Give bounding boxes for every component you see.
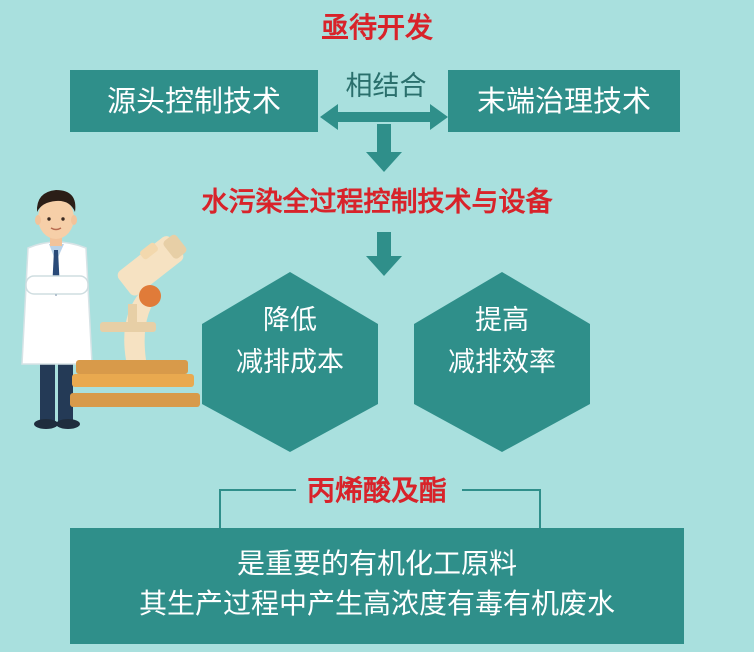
hexagon-reduce-cost: 降低 减排成本 bbox=[202, 300, 378, 384]
hexagon-line1: 降低 bbox=[263, 305, 317, 336]
hexagon-line2: 减排效率 bbox=[448, 347, 556, 378]
combine-label: 相结合 bbox=[345, 71, 427, 102]
end-treatment-box: 末端治理技术 bbox=[448, 70, 680, 132]
hexagon-improve-efficiency: 提高 减排效率 bbox=[414, 300, 590, 384]
scientist-illustration bbox=[21, 190, 93, 429]
hexagon-shape bbox=[202, 272, 378, 452]
description-line1: 是重要的有机化工原料 bbox=[236, 547, 517, 580]
hexagon-shape bbox=[414, 272, 590, 452]
bracket-lines bbox=[219, 489, 541, 528]
down-arrow-icon bbox=[366, 232, 402, 276]
description-box: 是重要的有机化工原料 其生产过程中产生高浓度有毒有机废水 bbox=[70, 528, 684, 644]
urgent-title: 亟待开发 bbox=[320, 11, 433, 44]
microscope-illustration bbox=[70, 234, 200, 407]
double-arrow-icon bbox=[320, 104, 448, 130]
hexagon-line2: 减排成本 bbox=[236, 347, 344, 378]
source-control-box: 源头控制技术 bbox=[70, 70, 318, 132]
hexagon-line1: 提高 bbox=[475, 305, 529, 336]
acrylic-acid-title: 丙烯酸及酯 bbox=[306, 474, 447, 507]
description-line2: 其生产过程中产生高浓度有毒有机废水 bbox=[138, 587, 615, 620]
down-arrow-icon bbox=[366, 124, 402, 172]
main-title: 水污染全过程控制技术与设备 bbox=[201, 187, 553, 218]
